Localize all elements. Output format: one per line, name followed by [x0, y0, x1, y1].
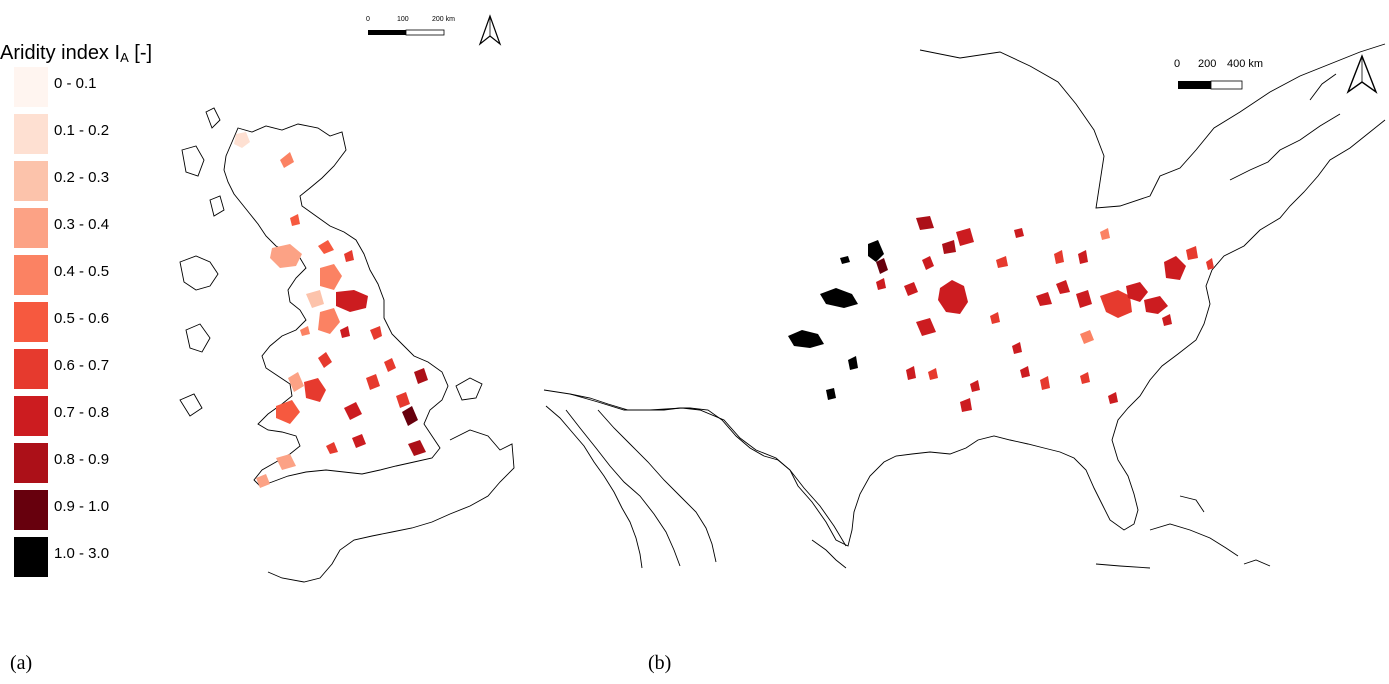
legend-label: 0.8 - 0.9: [54, 451, 110, 468]
legend-label: 0 - 0.1: [54, 75, 97, 92]
map-b-scale-end: 400 km: [1227, 58, 1264, 70]
legend-label: 0.2 - 0.3: [54, 169, 110, 186]
map-a-scale-bar: [368, 29, 445, 36]
legend-item: 0.9 - 1.0: [14, 490, 194, 530]
us-catchments: [788, 216, 1214, 412]
legend-item: 0.6 - 0.7: [14, 349, 194, 389]
legend-swatch: [14, 396, 48, 436]
us-boundaries: [543, 43, 1386, 569]
legend-item: 0.7 - 0.8: [14, 396, 194, 436]
map-b-scale-mid: 200: [1198, 58, 1217, 70]
legend-title-tail: [-]: [128, 42, 153, 64]
legend-label: 1.0 - 3.0: [54, 545, 110, 562]
map-a-scale-zero: 0: [366, 16, 370, 23]
caption-b: (b): [648, 652, 672, 674]
legend-swatch: [14, 443, 48, 483]
legend-swatch: [14, 161, 48, 201]
legend-item: 0.4 - 0.5: [14, 255, 194, 295]
map-a-scale-mid: 100: [397, 16, 409, 23]
map-b-scale-bar: [1178, 80, 1243, 90]
legend-swatch: [14, 490, 48, 530]
legend-swatch: [14, 349, 48, 389]
map-a-scale-end: 200 km: [432, 16, 455, 23]
legend-item: 0.8 - 0.9: [14, 443, 194, 483]
map-b-north-arrow-icon: [1346, 54, 1378, 94]
legend-item: 0 - 0.1: [14, 67, 194, 107]
legend-item: 0.3 - 0.4: [14, 208, 194, 248]
legend-label: 0.7 - 0.8: [54, 404, 110, 421]
legend-item: 0.2 - 0.3: [14, 161, 194, 201]
legend-swatch: [14, 208, 48, 248]
legend-label: 0.4 - 0.5: [54, 263, 110, 280]
caption-a: (a): [10, 652, 33, 674]
legend-swatch: [14, 302, 48, 342]
legend-title: Aridity index IA [-]: [0, 42, 152, 65]
legend-title-main: Aridity index I: [0, 42, 121, 64]
map-b-scale-zero: 0: [1174, 58, 1181, 70]
legend-title-sub: A: [120, 50, 129, 65]
legend-label: 0.3 - 0.4: [54, 216, 110, 233]
map-a-north-arrow-icon: [478, 14, 502, 46]
legend-label: 0.6 - 0.7: [54, 357, 110, 374]
legend-label: 0.5 - 0.6: [54, 310, 110, 327]
legend-swatch: [14, 67, 48, 107]
gb-coastline: [179, 107, 515, 583]
legend-label: 0.1 - 0.2: [54, 122, 110, 139]
gb-catchments: [234, 132, 428, 488]
legend-item: 0.5 - 0.6: [14, 302, 194, 342]
legend-swatch: [14, 537, 48, 577]
legend-swatch: [14, 255, 48, 295]
legend-item: 0.1 - 0.2: [14, 114, 194, 154]
legend-swatch: [14, 114, 48, 154]
legend-item: 1.0 - 3.0: [14, 537, 194, 577]
legend-label: 0.9 - 1.0: [54, 498, 110, 515]
